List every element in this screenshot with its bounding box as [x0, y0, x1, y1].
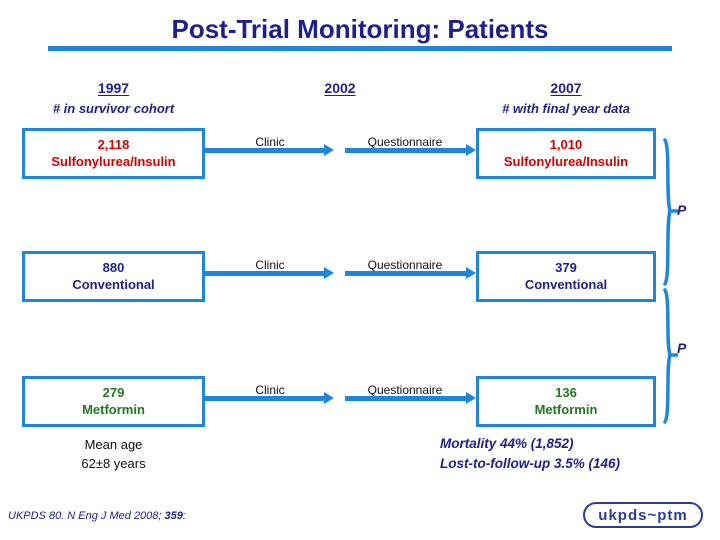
curly-brace-icon-2 [662, 288, 678, 424]
flow-box-end-row-3: 136 Metformin [476, 376, 656, 427]
arrow-label-clinic-row-3: Clinic [255, 383, 285, 397]
arrow-clinic-row-3 [205, 392, 334, 404]
arrow-label-clinic-row-1: Clinic [255, 135, 285, 149]
column-subtitle-2007: # with final year data [502, 101, 630, 116]
lost-to-follow-up-line: Lost-to-follow-up 3.5% (146) [440, 456, 620, 472]
column-subtitle-1997: # in survivor cohort [52, 101, 175, 116]
patient-count: 1,010 [549, 136, 583, 152]
arrow-clinic-row-1 [205, 144, 334, 156]
mean-age-line-2: 62±8 years [81, 455, 146, 471]
flow-box-end-row-1: 1,010 Sulfonylurea/Insulin [476, 128, 656, 179]
mean-age-line-1: Mean age [84, 437, 143, 452]
treatment-group-label: Metformin [534, 401, 598, 417]
outcome-summary: Mortality 44% (1,852) Lost-to-follow-up … [440, 434, 690, 475]
citation-suffix: : [182, 510, 186, 522]
arrow-label-questionnaire-row-2: Questionnaire [367, 258, 443, 272]
arrow-label-questionnaire-row-3: Questionnaire [367, 383, 443, 397]
ukpds-ptm-logo: ukpds~ptm [583, 502, 703, 528]
arrow-clinic-row-2 [205, 267, 334, 279]
arrow-questionnaire-row-3 [345, 392, 476, 404]
citation: UKPDS 80. N Eng J Med 2008; 359: [8, 510, 186, 522]
brace-label-p-2: P [677, 340, 687, 356]
treatment-group-label: Sulfonylurea/Insulin [51, 153, 176, 169]
column-header-1997: 1997 [97, 80, 130, 96]
citation-volume: 359 [164, 510, 183, 522]
flow-box-start-row-1: 2,118 Sulfonylurea/Insulin [22, 128, 205, 179]
page-title: Post-Trial Monitoring: Patients [171, 14, 549, 44]
patient-count: 2,118 [97, 136, 130, 152]
arrow-label-questionnaire-row-1: Questionnaire [367, 135, 443, 149]
arrow-questionnaire-row-2 [345, 267, 476, 279]
title-underline-rule [48, 46, 672, 51]
mortality-line: Mortality 44% (1,852) [440, 436, 574, 451]
patient-count: 136 [555, 384, 577, 400]
brace-label-p-1: P [677, 202, 687, 218]
flow-box-start-row-2: 880 Conventional [22, 251, 205, 302]
treatment-group-label: Conventional [524, 276, 608, 292]
mean-age-note: Mean age 62±8 years [22, 436, 205, 474]
flow-box-end-row-2: 379 Conventional [476, 251, 656, 302]
patient-count: 279 [102, 384, 125, 400]
arrow-label-clinic-row-2: Clinic [255, 258, 285, 272]
treatment-group-label: Metformin [82, 401, 145, 417]
treatment-group-label: Conventional [72, 276, 155, 292]
arrow-questionnaire-row-1 [345, 144, 476, 156]
patient-count: 880 [102, 259, 125, 275]
citation-prefix: UKPDS 80. N Eng J Med 2008; [8, 510, 165, 522]
treatment-group-label: Sulfonylurea/Insulin [503, 153, 629, 169]
column-header-2007: 2007 [550, 80, 582, 96]
flow-box-start-row-3: 279 Metformin [22, 376, 205, 427]
patient-count: 379 [555, 259, 577, 275]
column-header-2002: 2002 [324, 80, 356, 96]
curly-brace-icon-1 [662, 138, 678, 286]
